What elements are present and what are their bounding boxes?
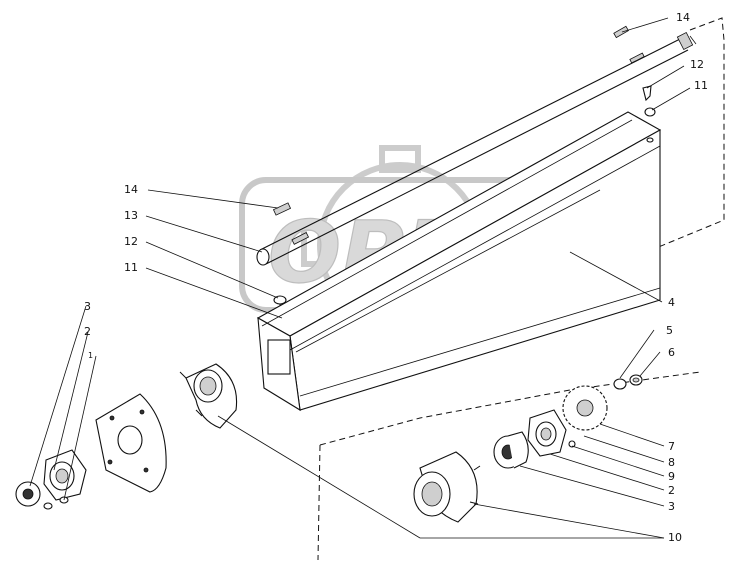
label-13: 13 <box>124 209 138 222</box>
label-3-right: 3 <box>668 500 675 513</box>
label-12-left: 12 <box>124 235 138 248</box>
shaft-part-13 <box>256 31 697 266</box>
bearing-housing-part-2-right <box>527 409 576 457</box>
beam-housing-part-4 <box>256 111 662 412</box>
bearing-part-3-right <box>493 431 529 469</box>
bearing-housing-part-2-left <box>43 449 87 501</box>
part-labels: 14 12 11 14 13 12 11 4 3 2 1 5 6 7 8 9 3… <box>84 11 708 544</box>
label-3-left: 3 <box>84 300 91 313</box>
label-7: 7 <box>668 440 675 453</box>
bearing-part-3-left <box>15 481 69 510</box>
label-11-top: 11 <box>694 79 708 92</box>
leader-lines <box>29 17 691 539</box>
label-4: 4 <box>668 296 675 309</box>
label-2-left: 2 <box>84 325 91 338</box>
label-2-right: 2 <box>668 484 675 497</box>
label-6: 6 <box>668 346 675 359</box>
key-part-14-left <box>272 202 292 216</box>
nut-part-6 <box>629 374 643 386</box>
flange-plate-part-1 <box>95 393 167 493</box>
label-5: 5 <box>666 324 673 337</box>
label-9: 9 <box>668 470 675 483</box>
label-14-top: 14 <box>676 11 690 24</box>
label-8: 8 <box>668 456 675 469</box>
grease-fitting-part-12-top <box>642 85 652 102</box>
label-1: 1 <box>88 351 93 360</box>
bearing-cup-part-10-right <box>413 451 481 523</box>
label-14-left: 14 <box>124 183 138 196</box>
lock-washer-part-5 <box>613 378 627 390</box>
bearing-cup-part-10-left <box>179 363 238 429</box>
label-10: 10 <box>668 531 682 544</box>
key-part-14-top <box>613 25 629 39</box>
label-12-top: 12 <box>690 58 704 71</box>
sprocket-part-7 <box>562 385 608 431</box>
label-11-left: 11 <box>124 261 138 274</box>
